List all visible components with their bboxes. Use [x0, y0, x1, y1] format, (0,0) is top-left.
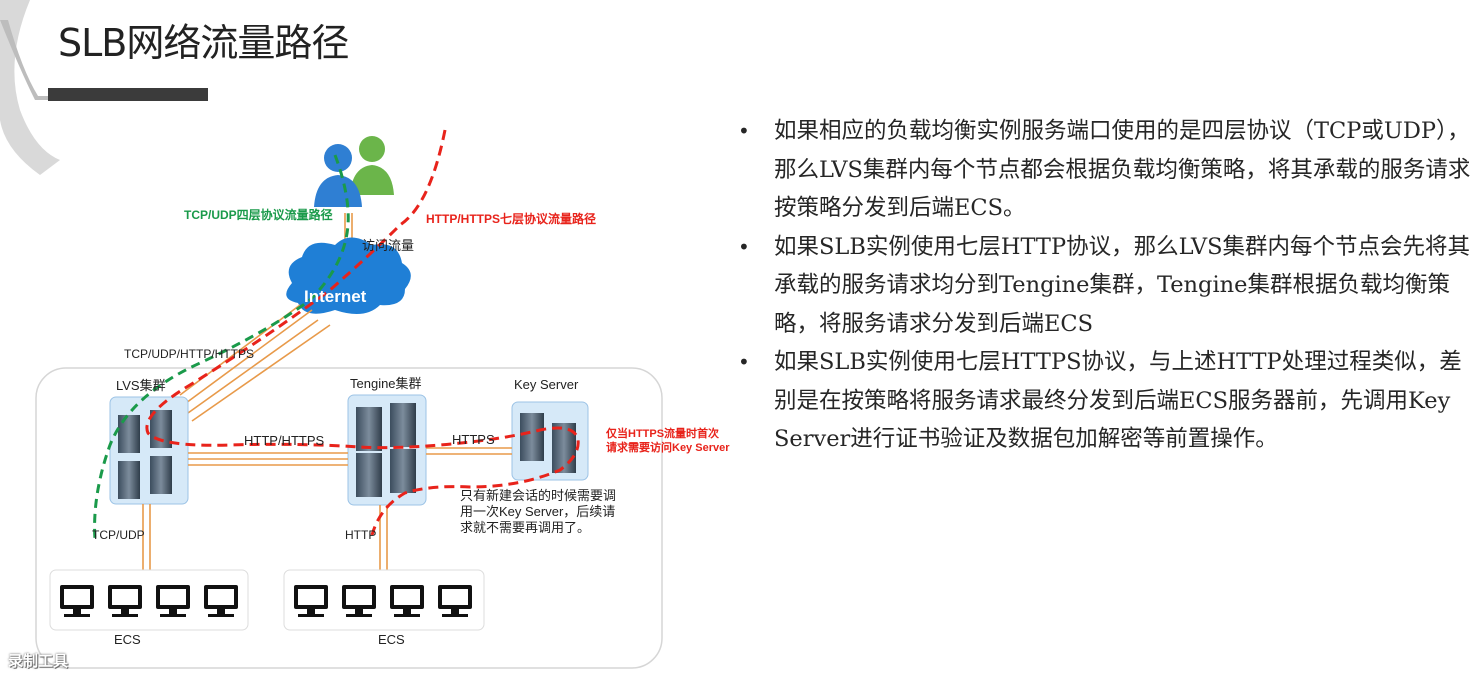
slide-title: SLB网络流量路径 [58, 21, 349, 65]
bullet-https: 如果SLB实例使用七层HTTPS协议，与上述HTTP处理过程类似，差别是在按策略… [738, 343, 1473, 459]
internet-label: Internet [304, 287, 367, 306]
lvs-cluster-label: LVS集群 [116, 378, 166, 393]
lvs-tengine-protocol-label: HTTP/HTTPS [244, 433, 325, 448]
bullet-l4: 如果相应的负载均衡实例服务端口使用的是四层协议（TCP或UDP），那么LVS集群… [738, 112, 1473, 228]
key-server-note-line1: 仅当HTTPS流量时首次 [606, 428, 720, 440]
ecs-group-right-box [283, 569, 485, 631]
lvs-tengine-connectors [188, 452, 348, 466]
title-underline-bar [48, 88, 208, 101]
access-traffic-label: 访问流量 [362, 238, 415, 253]
tengine-key-protocol-label: HTTPS [452, 432, 495, 447]
tengine-server-icons [356, 403, 416, 497]
tengine-ecs-protocol-label: HTTP [345, 528, 377, 542]
ecs-label-left: ECS [114, 632, 141, 647]
session-note-line3: 求就不需要再调用了。 [460, 520, 591, 535]
bullet-http: 如果SLB实例使用七层HTTP协议，那么LVS集群内每个节点会先将其承载的服务请… [738, 228, 1473, 344]
lvs-ecs-protocol-label: TCP/UDP [92, 528, 145, 542]
session-note-line1: 只有新建会话的时候需要调 [460, 488, 617, 503]
key-server-note-line2: 请求需要访问Key Server [606, 442, 730, 454]
l7-path-label: HTTP/HTTPS七层协议流量路径 [426, 212, 596, 226]
ecs-group-left-box [49, 569, 249, 631]
users-icon [314, 136, 394, 207]
key-server-label: Key Server [514, 377, 579, 392]
recorder-watermark: 录制工具 [8, 652, 69, 670]
decorative-swoosh [0, 0, 60, 175]
tengine-key-connectors [426, 447, 512, 455]
ecs-label-right: ECS [378, 632, 405, 647]
protocols-label: TCP/UDP/HTTP/HTTPS [124, 347, 255, 361]
slb-traffic-diagram: TCP/UDP四层协议流量路径 HTTP/HTTPS七层协议流量路径 访问流量 … [0, 115, 760, 683]
l4-traffic-path [93, 154, 350, 541]
session-note-line2: 用一次Key Server，后续请 [460, 504, 616, 519]
tengine-cluster-label: Tengine集群 [350, 376, 422, 391]
internet-cloud-icon [286, 237, 411, 314]
session-note: 只有新建会话的时候需要调 用一次Key Server，后续请 求就不需要再调用了… [460, 488, 616, 536]
key-server-note: 仅当HTTPS流量时首次 请求需要访问Key Server [606, 427, 730, 455]
l4-path-label: TCP/UDP四层协议流量路径 [184, 208, 333, 222]
diagram-canvas [35, 129, 663, 669]
explanation-list: 如果相应的负载均衡实例服务端口使用的是四层协议（TCP或UDP），那么LVS集群… [738, 112, 1473, 459]
